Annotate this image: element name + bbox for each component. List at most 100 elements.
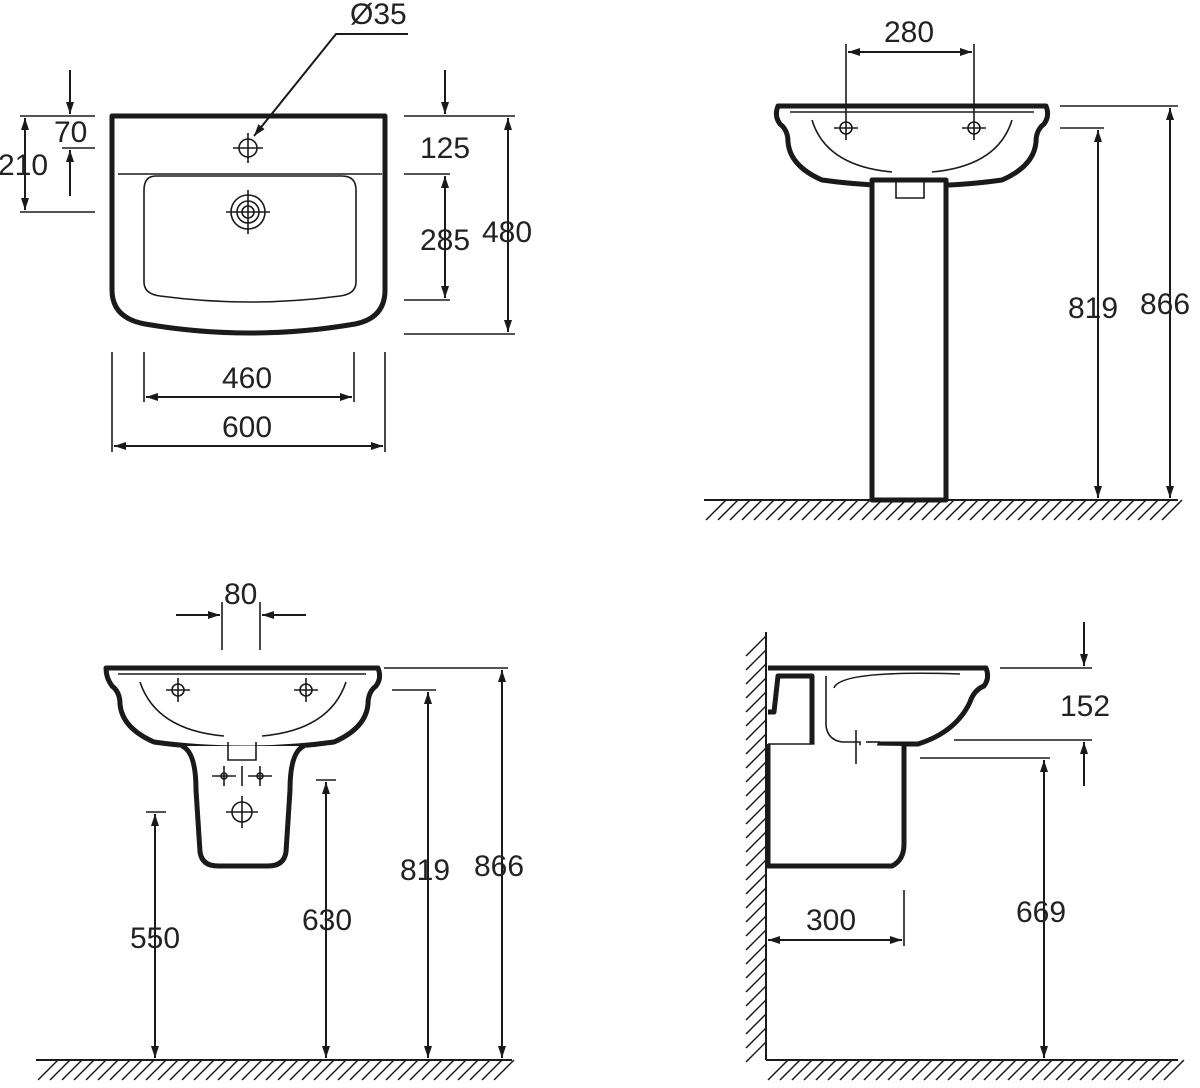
hatch-stroke (229, 1059, 251, 1081)
hatch-stroke (969, 499, 991, 521)
basin-outline-semi (103, 665, 383, 751)
hatch-stroke (921, 499, 943, 521)
hatch-stroke (745, 845, 767, 867)
hatch-stroke (827, 1059, 849, 1081)
dim-285-label: 285 (420, 224, 470, 257)
hatch-stroke (1041, 499, 1063, 521)
hatch-stroke (1125, 499, 1147, 521)
hatch-stroke (217, 1059, 239, 1081)
hatch-stroke (745, 859, 767, 881)
hatch-stroke (801, 499, 823, 521)
hatch-stroke (767, 1059, 789, 1081)
hatch-stroke (433, 1059, 455, 1081)
hatch-stroke (1089, 499, 1111, 521)
semi-pedestal-shroud (180, 743, 306, 869)
dim-70-label: 70 (54, 116, 87, 149)
hatch-stroke (791, 1059, 813, 1081)
hatch-stroke (745, 1041, 767, 1063)
hatch-stroke (851, 1059, 873, 1081)
hatch-stroke (745, 691, 767, 713)
dim-550-label: 550 (130, 922, 180, 955)
hatch-stroke (109, 1059, 131, 1081)
wall-hatch (745, 635, 767, 1063)
hatch-stroke (1079, 1059, 1101, 1081)
hatch-stroke (745, 985, 767, 1007)
hatch-stroke (1151, 1059, 1173, 1081)
hatch-stroke (409, 1059, 431, 1081)
hatch-stroke (959, 1059, 981, 1081)
hatch-stroke (837, 499, 859, 521)
floor-hatch (37, 1059, 515, 1081)
hatch-stroke (745, 649, 767, 671)
hatch-stroke (745, 733, 767, 755)
hatch-stroke (933, 499, 955, 521)
basin-outline-pedestal (773, 103, 1051, 189)
hatch-stroke (945, 499, 967, 521)
hatch-stroke (1055, 1059, 1077, 1081)
hatch-stroke (301, 1059, 323, 1081)
hatch-stroke (813, 499, 835, 521)
hatch-stroke (745, 789, 767, 811)
hatch-stroke (1067, 1059, 1089, 1081)
hatch-stroke (995, 1059, 1017, 1081)
dim-480-label: 480 (482, 216, 532, 249)
dim-669-label: 669 (1016, 896, 1066, 929)
hatch-stroke (745, 915, 767, 937)
shroud-side-outline (765, 744, 907, 869)
hatch-stroke (85, 1059, 107, 1081)
dim-600-label: 600 (222, 411, 272, 444)
hatch-stroke (265, 1059, 287, 1081)
hatch-stroke (777, 499, 799, 521)
dim-819-label: 819 (1068, 292, 1118, 325)
floor-hatch (705, 499, 1183, 521)
hatch-stroke (897, 499, 919, 521)
semi-pedestal-view: 80 550 630 819 866 (36, 578, 524, 1081)
hatch-stroke (947, 1059, 969, 1081)
hatch-stroke (1019, 1059, 1041, 1081)
hatch-stroke (1007, 1059, 1029, 1081)
hatch-stroke (289, 1059, 311, 1081)
hatch-stroke (1163, 1059, 1185, 1081)
hatch-stroke (181, 1059, 203, 1081)
hatch-stroke (493, 1059, 515, 1081)
hatch-stroke (885, 499, 907, 521)
hatch-stroke (957, 499, 979, 521)
hatch-stroke (1103, 1059, 1125, 1081)
hatch-stroke (705, 499, 727, 521)
hatch-stroke (717, 499, 739, 521)
hatch-stroke (745, 635, 767, 657)
hatch-stroke (361, 1059, 383, 1081)
dim-300-label: 300 (806, 904, 856, 937)
hatch-stroke (49, 1059, 71, 1081)
dim-80-label: 80 (224, 578, 257, 611)
hatch-stroke (97, 1059, 119, 1081)
hatch-stroke (971, 1059, 993, 1081)
hatch-stroke (745, 943, 767, 965)
floor-hatch (767, 1059, 1185, 1081)
hatch-stroke (861, 499, 883, 521)
pedestal-view: 280 819 866 (704, 16, 1190, 521)
hatch-stroke (337, 1059, 359, 1081)
hatch-stroke (1115, 1059, 1137, 1081)
hatch-stroke (73, 1059, 95, 1081)
hatch-stroke (849, 499, 871, 521)
hatch-stroke (313, 1059, 335, 1081)
hatch-stroke (745, 803, 767, 825)
dim-866-label: 866 (474, 850, 524, 883)
dim-125-label: 125 (420, 132, 470, 165)
hatch-stroke (1031, 1059, 1053, 1081)
hatch-stroke (205, 1059, 227, 1081)
dim-152-label: 152 (1060, 690, 1110, 723)
hatch-stroke (745, 1013, 767, 1035)
tap-hole-left-icon (834, 116, 858, 140)
hatch-stroke (469, 1059, 491, 1081)
hatch-stroke (1077, 499, 1099, 521)
hatch-stroke (61, 1059, 83, 1081)
hatch-stroke (909, 499, 931, 521)
hatch-stroke (981, 499, 1003, 521)
hatch-stroke (993, 499, 1015, 521)
hatch-stroke (1101, 499, 1123, 521)
hatch-stroke (1005, 499, 1027, 521)
hatch-stroke (373, 1059, 395, 1081)
